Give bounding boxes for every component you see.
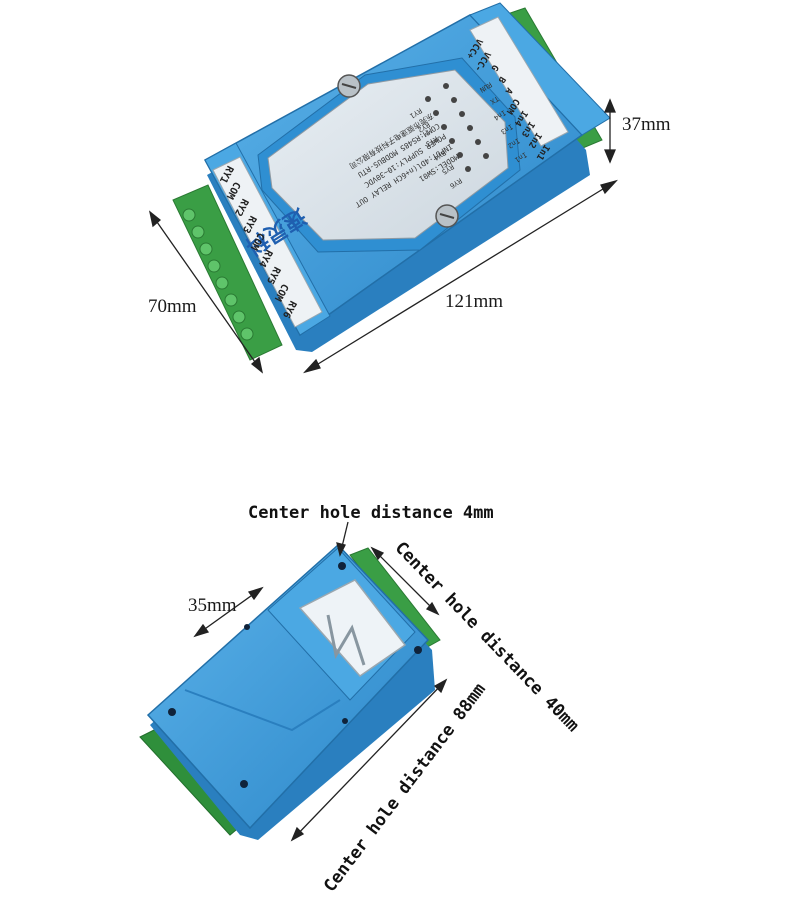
hole-distance-top: Center hole distance 4mm — [248, 503, 494, 523]
dimension-lines-bottom — [193, 521, 448, 842]
status-leds — [425, 83, 489, 172]
mounting-screw — [435, 204, 459, 228]
dim-height-label: 37mm — [622, 114, 671, 135]
bottom-view-device — [139, 543, 441, 840]
mounting-screw — [337, 74, 361, 98]
dimension-lines-top — [148, 98, 618, 374]
led-label: TX — [488, 94, 500, 106]
top-view-device: 速灵科 MODEL:SW01 INPUT:4Dl(n+6CH RELAY OUT… — [172, 2, 611, 361]
dim-width-label: 70mm — [148, 296, 197, 317]
mounting-hole — [168, 562, 422, 788]
left-terminal-block — [172, 184, 283, 361]
dim-length-label: 121mm — [445, 291, 504, 312]
dim-bottom-width-label: 35mm — [188, 595, 237, 616]
right-terminal-label: A — [502, 85, 514, 95]
right-terminal-label: G — [489, 62, 500, 72]
right-terminal-label: B — [495, 74, 507, 84]
